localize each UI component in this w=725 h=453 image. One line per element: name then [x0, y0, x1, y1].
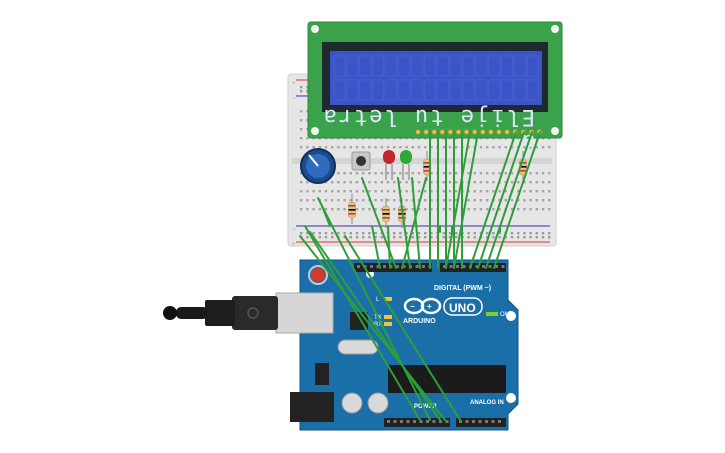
rail-plus-label: + [292, 81, 296, 87]
digital-header-left [354, 263, 432, 272]
reset-button[interactable] [311, 268, 325, 282]
analog-label: ANALOG IN [470, 400, 504, 406]
red-led[interactable] [383, 150, 395, 180]
rail-minus-label: − [292, 96, 296, 102]
resistor[interactable] [382, 198, 390, 228]
digital-header-right [440, 263, 506, 272]
svg-text:−: − [410, 302, 415, 311]
jumper-wires[interactable] [299, 131, 541, 421]
power-label: POWER [414, 404, 437, 410]
lcd-screen [330, 51, 542, 105]
digital-label: DIGITAL (PWM ~) [434, 285, 491, 292]
on-label: ON [500, 312, 509, 318]
potentiometer[interactable] [300, 148, 336, 184]
lcd-line-2: Elije tu letra [322, 104, 535, 129]
arduino-logo-icon: − + [403, 297, 442, 315]
svg-text:+: + [427, 302, 432, 311]
usb-cable[interactable] [163, 296, 278, 330]
usb-port [275, 292, 334, 334]
arduino-brand: ARDUINO [403, 318, 436, 325]
atmega-chip [388, 365, 506, 393]
arduino-uno-board[interactable]: L TX RX ON DIGITAL (PWM ~) POWER ANALOG … [275, 259, 519, 431]
l-led-label: L [376, 297, 380, 303]
green-led[interactable] [400, 150, 412, 180]
rx-label: RX [374, 322, 382, 328]
power-header [384, 418, 450, 427]
resistor[interactable] [348, 194, 356, 224]
pushbutton[interactable] [351, 151, 371, 171]
power-jack [290, 392, 334, 422]
lcd-module[interactable]: Elije tu letra a [307, 21, 563, 154]
rail-plus-label-bottom: + [292, 242, 296, 248]
rail-minus-label-bottom: − [292, 227, 296, 233]
uno-model: UNO [449, 301, 476, 315]
